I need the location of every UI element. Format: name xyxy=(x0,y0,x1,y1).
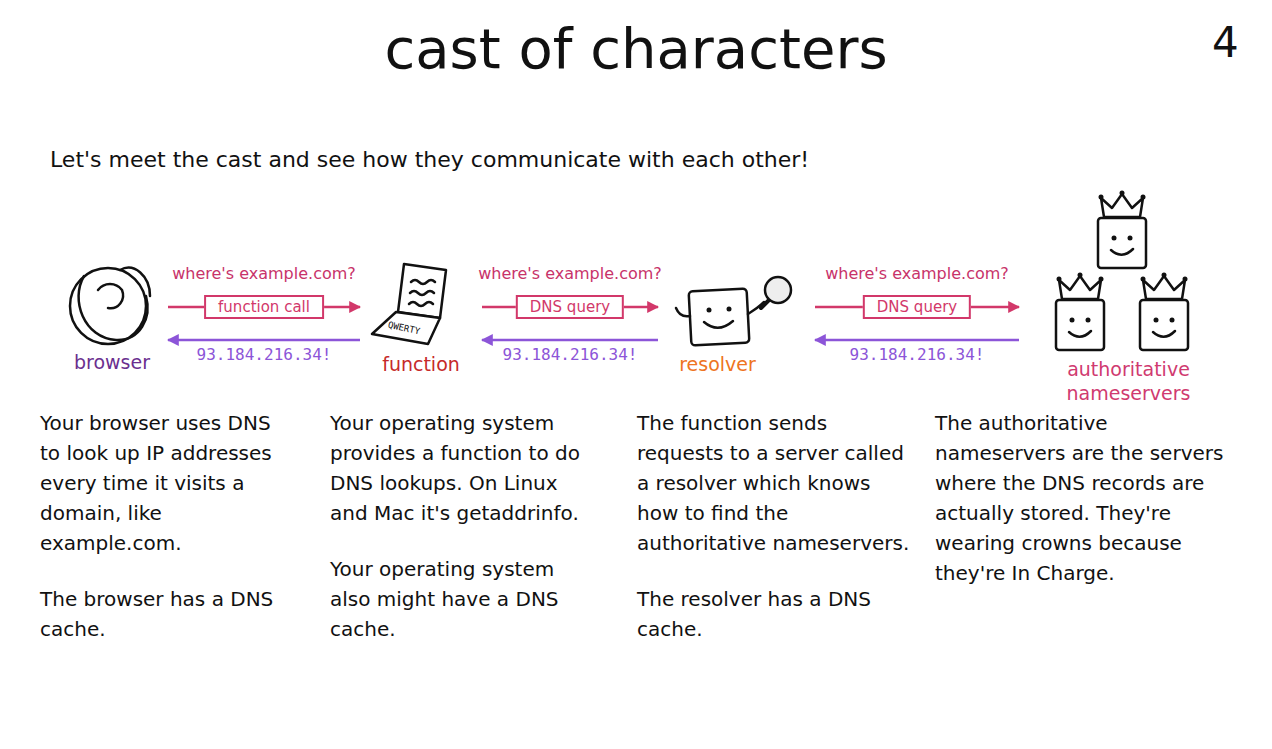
crowned-nameserver xyxy=(1098,191,1146,269)
laptop-screen xyxy=(398,264,446,318)
laptop-icon xyxy=(372,264,446,344)
character-name: authoritative nameservers xyxy=(1046,357,1211,405)
eye xyxy=(1128,236,1133,241)
answer-ip: 93.184.216.34! xyxy=(194,345,335,365)
crown-jewel xyxy=(1162,273,1167,278)
magnifier-handle xyxy=(761,300,769,308)
screen-squiggle xyxy=(410,291,434,295)
description-column: The function sends requests to a server … xyxy=(637,408,912,644)
eye xyxy=(1112,236,1117,241)
answer-ip: 93.184.216.34! xyxy=(500,345,641,365)
character-name: browser xyxy=(74,350,150,374)
smile xyxy=(1111,249,1133,255)
screen-squiggle xyxy=(411,280,435,284)
crown-jewel xyxy=(1078,273,1083,278)
laptop-keyboard xyxy=(372,312,440,344)
character-node: resolver xyxy=(664,258,809,376)
character-name: function xyxy=(382,352,460,376)
resolver-character xyxy=(676,277,791,345)
crown xyxy=(1101,194,1143,217)
crown-jewel xyxy=(1141,277,1146,282)
diagram-title: cast of characters xyxy=(0,14,1272,84)
intro-text: Let's meet the cast and see how they com… xyxy=(50,146,809,175)
eye xyxy=(1070,318,1075,323)
firefox-tail xyxy=(120,268,150,296)
description-text: The function sends requests to a server … xyxy=(637,408,912,558)
description-text: The browser has a DNS cache. xyxy=(40,584,290,644)
description-column: The authoritative nameservers are the se… xyxy=(935,408,1235,588)
nameserver-body xyxy=(1056,300,1104,350)
smile xyxy=(1153,331,1175,337)
description-text: Your operating system provides a functio… xyxy=(330,408,600,528)
screen-squiggle xyxy=(409,302,433,306)
eye xyxy=(1170,318,1175,323)
smile xyxy=(1069,331,1091,337)
nameserver-body xyxy=(1140,300,1188,350)
resolver-body xyxy=(689,289,750,346)
description-column: Your operating system provides a functio… xyxy=(330,408,600,644)
query-question: where's example.com? xyxy=(478,264,662,284)
description-text: Your operating system also might have a … xyxy=(330,554,600,644)
crown xyxy=(1059,276,1101,299)
firefox-body xyxy=(79,276,148,340)
character-name: resolver xyxy=(679,352,756,376)
eye xyxy=(1154,318,1159,323)
connector-arrow xyxy=(168,339,360,342)
connector-arrow xyxy=(815,339,1019,342)
page-number: 4 xyxy=(1212,16,1239,71)
crown-jewel xyxy=(1141,195,1146,200)
message-box: DNS query xyxy=(516,295,624,319)
eye xyxy=(727,307,732,312)
connector-arrow xyxy=(482,339,658,342)
message-box: DNS query xyxy=(863,295,971,319)
arm xyxy=(676,308,690,316)
magnifier-lens xyxy=(765,277,791,303)
smile xyxy=(704,321,733,328)
description-text: The resolver has a DNS cache. xyxy=(637,584,912,644)
eye xyxy=(707,308,712,313)
crown-jewel xyxy=(1183,277,1188,282)
description-column: Your browser uses DNS to look up IP addr… xyxy=(40,408,290,644)
query-question: where's example.com? xyxy=(825,264,1009,284)
crowned-nameserver xyxy=(1056,273,1104,351)
crowned-nameserver xyxy=(1140,273,1188,351)
nameserver-body xyxy=(1098,218,1146,268)
description-text: The authoritative nameservers are the se… xyxy=(935,408,1235,588)
crown-jewel xyxy=(1099,195,1104,200)
firefox-icon xyxy=(70,268,150,344)
crown-jewel xyxy=(1120,191,1125,196)
character-node: browser xyxy=(62,258,162,374)
crown-jewel xyxy=(1057,277,1062,282)
eye xyxy=(1086,318,1091,323)
character-node: function xyxy=(366,258,476,376)
crown-jewel xyxy=(1099,277,1104,282)
crown xyxy=(1143,276,1185,299)
description-text: Your browser uses DNS to look up IP addr… xyxy=(40,408,290,558)
firefox-swirl xyxy=(98,284,123,308)
character-node: authoritative nameservers xyxy=(1025,185,1232,405)
answer-ip: 93.184.216.34! xyxy=(847,345,988,365)
query-question: where's example.com? xyxy=(172,264,356,284)
message-box: function call xyxy=(204,295,324,319)
